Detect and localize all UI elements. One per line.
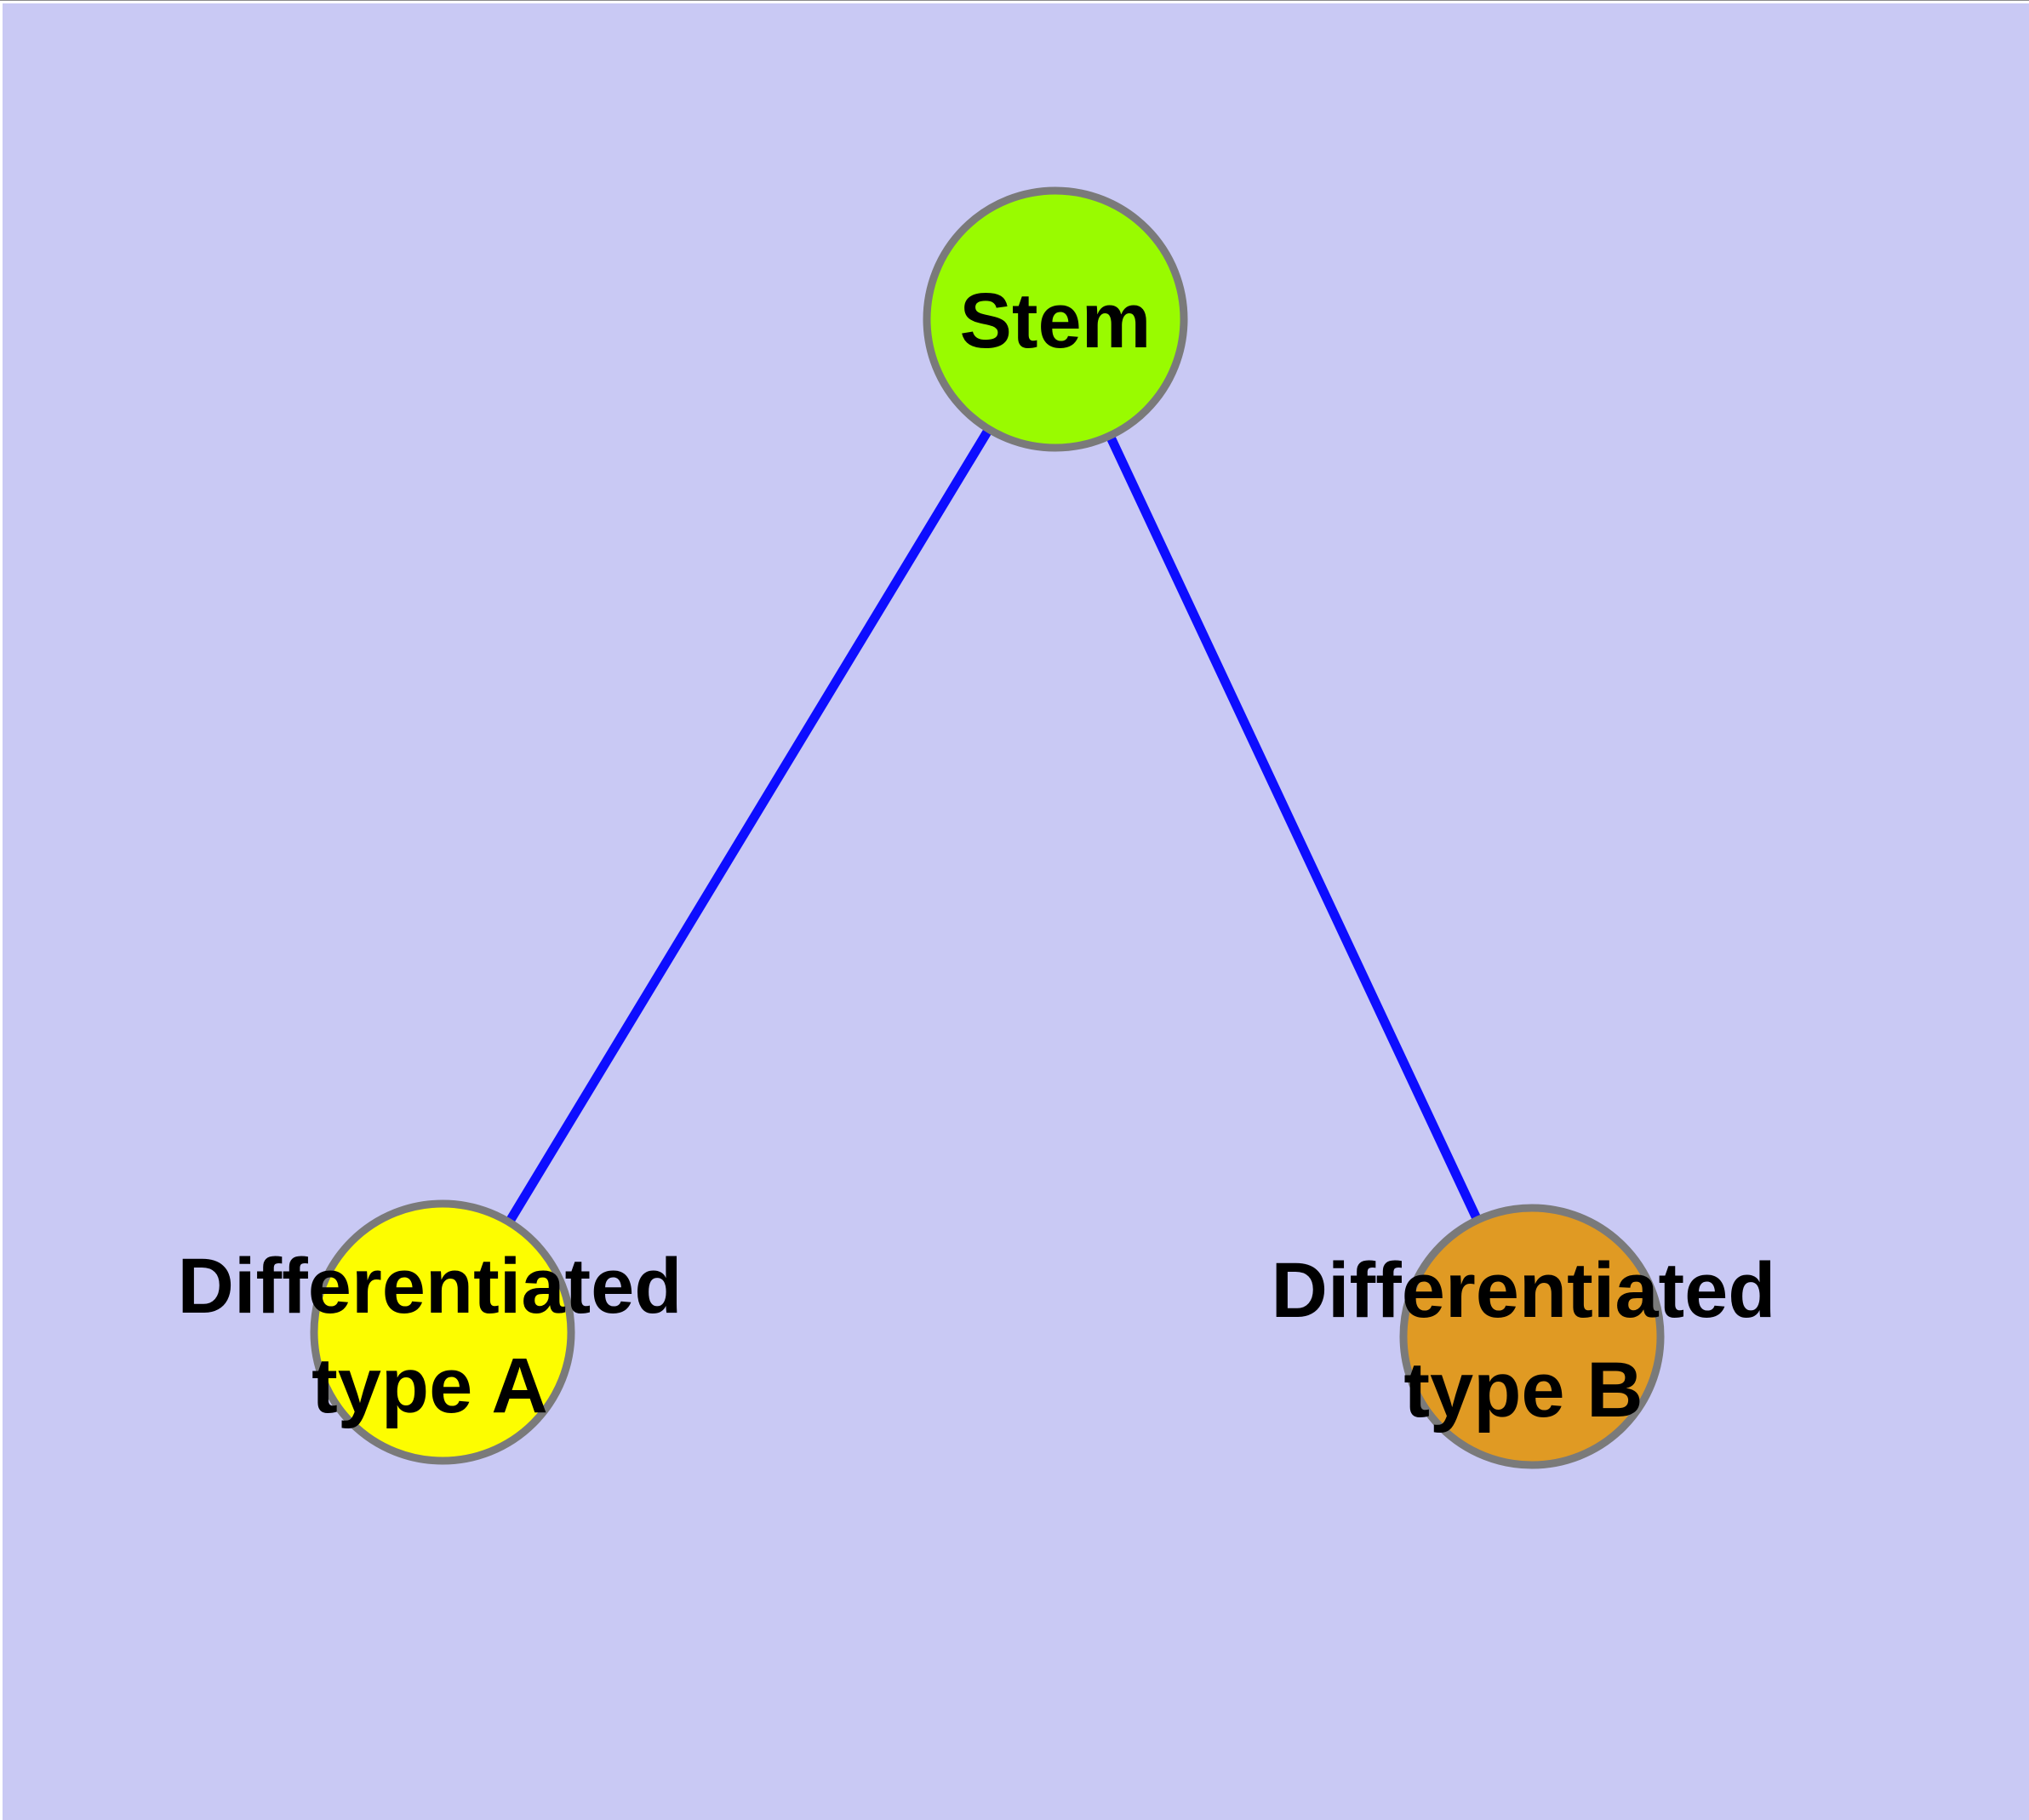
node-stem-circle	[923, 186, 1188, 452]
edge-stem-to-type-a	[438, 317, 1060, 1335]
left-white-border	[0, 1, 3, 1820]
node-type-a-label-line2: type A	[311, 1342, 548, 1429]
node-stem-label: Stem	[960, 278, 1152, 364]
top-edge-line	[0, 0, 2029, 1]
top-white-border	[0, 1, 2029, 3]
edge-stem-to-type-b	[1051, 317, 1536, 1339]
node-type-b-label-line2: type B	[1403, 1347, 1643, 1434]
node-type-b-circle	[1399, 1204, 1665, 1469]
node-type-b-label-line1: Differentiated	[1272, 1247, 1776, 1334]
node-type-a-label-line1: Differentiated	[178, 1243, 683, 1330]
node-type-a-circle	[310, 1199, 575, 1465]
